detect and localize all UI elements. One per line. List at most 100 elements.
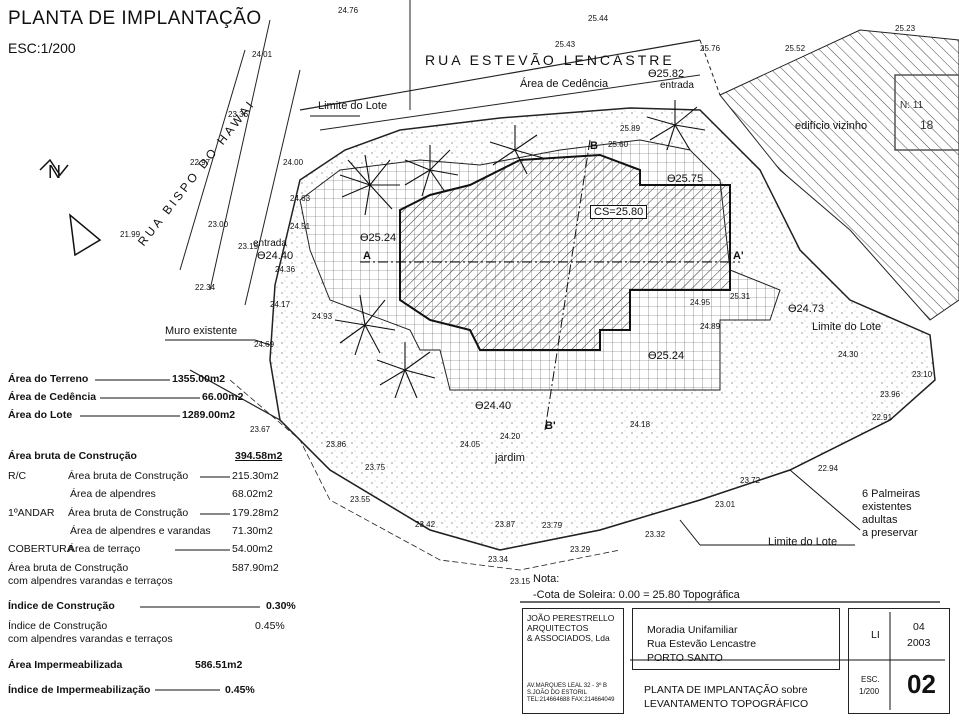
- spot-height: 24.01: [252, 50, 273, 59]
- area-lote-label: Área do Lote: [8, 409, 73, 421]
- aimp-value: 586.51m2: [195, 659, 243, 671]
- area-cedencia-label: Área de Cedência: [8, 391, 97, 403]
- project-line: Rua Estevão Lencastre: [647, 638, 757, 650]
- ic2-label-2: com alpendres varandas e terraços: [8, 633, 173, 645]
- sheet-number: 02: [907, 669, 936, 699]
- label-limite-lote-bottom: Limite do Lote: [768, 536, 838, 548]
- andar-varandas-label: Área de alpendres e varandas: [70, 525, 211, 537]
- total-label-2: com alpendres varandas e terraços: [8, 575, 173, 587]
- total-value: 587.90m2: [232, 562, 279, 574]
- palms-note-line: adultas: [862, 514, 898, 526]
- cobertura-terraco-label: Área de terraço: [68, 543, 141, 555]
- esc-label: ESC.: [861, 675, 880, 684]
- address-line: AV.MARQUES LEAL 32 - 3º B: [527, 683, 608, 689]
- iimp-label: Índice de Impermeabilização: [8, 684, 151, 696]
- spot-height: 21.99: [120, 230, 141, 239]
- spot-height: 23.86: [326, 440, 347, 449]
- firm-name: JOÃO PERESTRELLO ARQUITECTOS & ASSOCIADO…: [527, 613, 614, 643]
- spot-height: 24.95: [690, 298, 711, 307]
- spot-height: 23.10: [912, 370, 933, 379]
- address-line: TEL:214664688 FAX:214664049: [527, 697, 615, 703]
- sheet-box: LI 04 2003 ESC. 1/200 02: [848, 608, 950, 714]
- spot-height: 23.79: [542, 521, 563, 530]
- spot-height: 24.00: [283, 158, 304, 167]
- label-limite-lote-right: Limite do Lote: [812, 321, 882, 333]
- year: 2003: [907, 637, 931, 649]
- spot-height: 22.94: [818, 464, 839, 473]
- spot-height: 24.05: [460, 440, 481, 449]
- level-7: ϴ24.40: [475, 400, 512, 412]
- spot-height: 25.43: [555, 40, 576, 49]
- area-terreno-value: 1355.00m2: [172, 373, 226, 385]
- project-line: PORTO SANTO: [647, 652, 723, 664]
- drawing-line: LEVANTAMENTO TOPOGRÁFICO: [644, 698, 809, 710]
- spot-height: 24.89: [700, 322, 721, 331]
- andar-varandas-value: 71.30m2: [232, 525, 273, 537]
- spot-height: 23.01: [715, 500, 736, 509]
- spot-height: 25.89: [620, 124, 641, 133]
- label-entrada-left: entrada: [253, 238, 287, 249]
- spot-height: 23.72: [740, 476, 761, 485]
- spot-height: 25.31: [730, 292, 751, 301]
- spot-height: 23.34: [488, 555, 509, 564]
- firm-line: & ASSOCIADOS, Lda: [527, 633, 610, 643]
- palms-note-line: 6 Palmeiras: [862, 488, 921, 500]
- level-2: ϴ25.75: [667, 173, 704, 185]
- neighbour-building: [719, 29, 959, 321]
- palms-note-line: a preservar: [862, 527, 918, 539]
- palms-note: 6 Palmeiras existentes adultas a preserv…: [862, 488, 920, 540]
- spot-height: 23.19: [238, 242, 259, 251]
- spot-height: 25.60: [608, 140, 629, 149]
- iimp-value: 0.45%: [225, 684, 255, 696]
- rc-alpendres-label: Área de alpendres: [70, 488, 156, 500]
- spot-height: 24.69: [254, 340, 275, 349]
- spot-height: 24.76: [338, 6, 359, 15]
- drawing-title: PLANTA DE IMPLANTAÇÃO sobre LEVANTAMENTO…: [644, 683, 808, 711]
- palms-note-line: existentes: [862, 501, 912, 513]
- north-arrow-icon: [69, 213, 102, 257]
- li-label: LI: [871, 629, 880, 641]
- address-line: S.JOÃO DO ESTORIL: [527, 690, 587, 696]
- rc-alpendres-value: 68.02m2: [232, 488, 273, 500]
- esc-value: 1/200: [859, 687, 880, 696]
- stamp-line1: N: 11: [900, 100, 924, 111]
- area-lote-value: 1289.00m2: [182, 409, 236, 421]
- label-limite-lote: Limite do Lote: [318, 100, 388, 112]
- label-muro: Muro existente: [165, 325, 238, 337]
- rc-bruta-label: Área bruta de Construção: [68, 470, 189, 482]
- spot-height: 23.55: [350, 495, 371, 504]
- rc-label: R/C: [8, 470, 27, 482]
- spot-height: 23.42: [415, 520, 436, 529]
- label-jardim: jardim: [495, 452, 525, 464]
- spot-height: 23.87: [495, 520, 516, 529]
- spot-height: 23.32: [645, 530, 666, 539]
- area-cedencia-value: 66.00m2: [202, 391, 244, 403]
- scale-label: ESC:1/200: [8, 40, 76, 56]
- level-1: ϴ25.82: [648, 68, 685, 80]
- label-cs: CS=25.80: [590, 205, 648, 219]
- cobertura-label: COBERTURA: [8, 543, 74, 555]
- spot-height: 23.36: [228, 110, 249, 119]
- spot-height: 23.67: [250, 425, 271, 434]
- bruta-value: 394.58m2: [235, 450, 283, 462]
- area-terreno-label: Área do Terreno: [8, 373, 89, 385]
- section-b2: B': [545, 420, 556, 432]
- ic-label: Índice de Construção: [8, 600, 115, 612]
- street-main: RUA ESTEVÃO LENCASTRE: [425, 52, 675, 68]
- ic2-label-1: Índice de Construção: [8, 620, 108, 632]
- level-6: ϴ25.24: [648, 350, 685, 362]
- stamp-line2: 18: [920, 118, 934, 132]
- bruta-label: Área bruta de Construção: [8, 450, 137, 462]
- house-footprint: [399, 153, 731, 351]
- firm-box: JOÃO PERESTRELLO ARQUITECTOS & ASSOCIADO…: [522, 608, 624, 714]
- spot-height: 25.44: [588, 14, 609, 23]
- palm-trees: [334, 100, 706, 399]
- ic2-value: 0.45%: [255, 620, 285, 632]
- section-b: B: [590, 140, 598, 152]
- spot-height: 24.36: [275, 265, 296, 274]
- label-area-cedencia: Área de Cedência: [520, 78, 609, 90]
- firm-line: ARQUITECTOS: [527, 623, 589, 633]
- spot-height: 24.17: [270, 300, 291, 309]
- label-edificio: edifício vizinho: [795, 120, 868, 132]
